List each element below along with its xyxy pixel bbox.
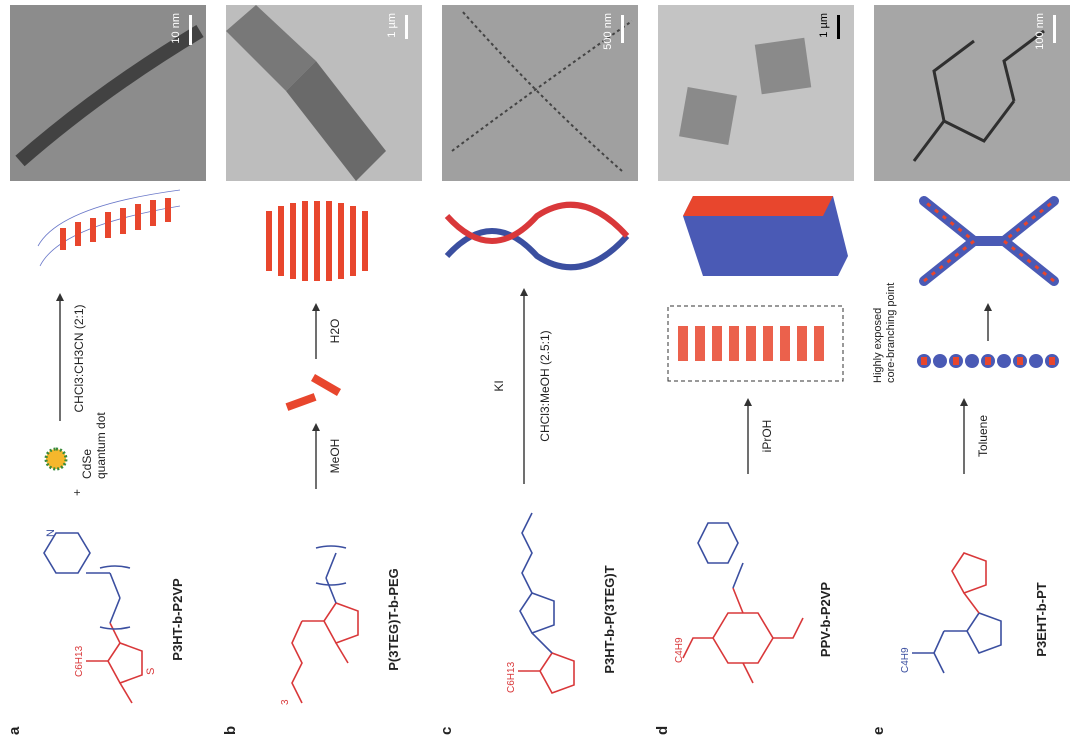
tem-image-b: 1 µm <box>226 5 422 181</box>
branching-point-callout: Highly exposed core-branching point <box>872 283 898 383</box>
additive-line-2: quantum dot <box>94 412 108 479</box>
tem-ribbon-texture <box>226 5 386 181</box>
branched-fiber-illustration <box>917 196 1059 368</box>
compound-name: P3EHT-b-PT <box>1034 582 1049 657</box>
tem-image-c: 500 nm <box>442 5 638 181</box>
p3ht-p3tegt-structure: C6H13 <box>506 512 575 694</box>
panel-c: c C6H13 P3HT-b-P(3TEG)T KI CHCl3:MeOH (2… <box>432 0 648 741</box>
reaction-condition-1: KI <box>492 380 506 392</box>
svg-text:N: N <box>45 529 57 537</box>
scale-bar-label: 1 µm <box>386 13 398 38</box>
ppv-p2vp-structure: C4H9 <box>674 522 804 684</box>
panel-label: d <box>654 725 671 735</box>
tem-image-e: 100 nm <box>874 5 1070 181</box>
callout-line-2: core-branching point <box>885 282 897 383</box>
reaction-arrow <box>960 398 968 474</box>
panel-label: e <box>870 726 887 735</box>
compound-name: PPV-b-P2VP <box>818 581 833 658</box>
panel-e: e C4H9 P3EHT-b-PT Toluene Highly exposed… <box>864 0 1080 741</box>
scale-bar <box>405 15 408 39</box>
reaction-arrow <box>744 398 752 474</box>
reaction-arrow <box>520 288 528 484</box>
reaction-arrow-2 <box>312 303 320 359</box>
scale-bar-label: 100 nm <box>1034 13 1046 50</box>
tem-branched-texture <box>912 29 1045 162</box>
scale-bar-label: 10 nm <box>170 13 182 44</box>
scale-bar-label: 500 nm <box>602 13 614 50</box>
panel-b: b 3 P(3TEG)T-b-PEG MeOH <box>216 0 432 741</box>
scale-bar <box>189 15 192 45</box>
ribbon-micelle-illustration <box>266 201 368 281</box>
scale-bar <box>621 15 624 43</box>
reaction-arrow <box>56 293 64 421</box>
reaction-arrow-1 <box>312 423 320 489</box>
tem-helix-texture <box>451 10 633 172</box>
quantum-dot-fiber-illustration <box>37 189 181 267</box>
compound-name: P(3TEG)T-b-PEG <box>386 568 401 671</box>
plus-sign: + <box>70 488 84 496</box>
p3ht-p2vp-structure: S N C6H13 <box>43 529 157 704</box>
panel-a: a S N C6H13 P3HT-b-P2VP + <box>0 0 216 741</box>
panel-label: c <box>438 726 455 735</box>
quantum-dot-icon <box>44 447 68 471</box>
tem-image-d: 1 µm <box>658 5 854 181</box>
reaction-condition: Toluene <box>976 414 990 458</box>
scale-bar <box>837 15 840 39</box>
tem-platelet-texture <box>679 37 812 145</box>
side-group-label: C4H9 <box>674 637 685 663</box>
reaction-condition-2: CHCl3:MeOH (2.5:1) <box>538 330 552 442</box>
scale-bar <box>1053 15 1056 43</box>
compound-name: P3HT-b-P2VP <box>170 578 185 661</box>
compound-name: P3HT-b-P(3TEG)T <box>602 565 617 674</box>
side-group-label: 3 <box>280 699 291 705</box>
side-group-label: C6H13 <box>506 661 517 693</box>
svg-text:S: S <box>145 668 157 675</box>
panel-label: b <box>222 725 239 735</box>
panel-d: d C4H9 PPV-b-P2VP iPrOH <box>648 0 864 741</box>
callout-line-1: Highly exposed <box>872 307 884 383</box>
reaction-condition: iPrOH <box>760 419 774 453</box>
p3tegt-peg-structure: 3 <box>280 545 359 705</box>
side-group-label: C6H13 <box>74 645 85 677</box>
rod-unimers-illustration <box>285 374 341 411</box>
helical-fiber-illustration <box>444 201 630 271</box>
reaction-condition-1: MeOH <box>328 438 342 474</box>
scale-bar-label: 1 µm <box>818 13 830 38</box>
side-group-label: C4H9 <box>900 647 911 673</box>
reaction-condition: CHCl3:CH3CN (2:1) <box>72 304 86 413</box>
tem-fiber-texture <box>15 24 204 167</box>
platelet-illustration <box>667 196 848 382</box>
tem-image-a: 10 nm <box>10 5 206 181</box>
p3eht-pt-structure: C4H9 <box>900 552 1002 674</box>
reaction-condition-2: H2O <box>328 318 342 344</box>
panel-label: a <box>6 726 23 735</box>
